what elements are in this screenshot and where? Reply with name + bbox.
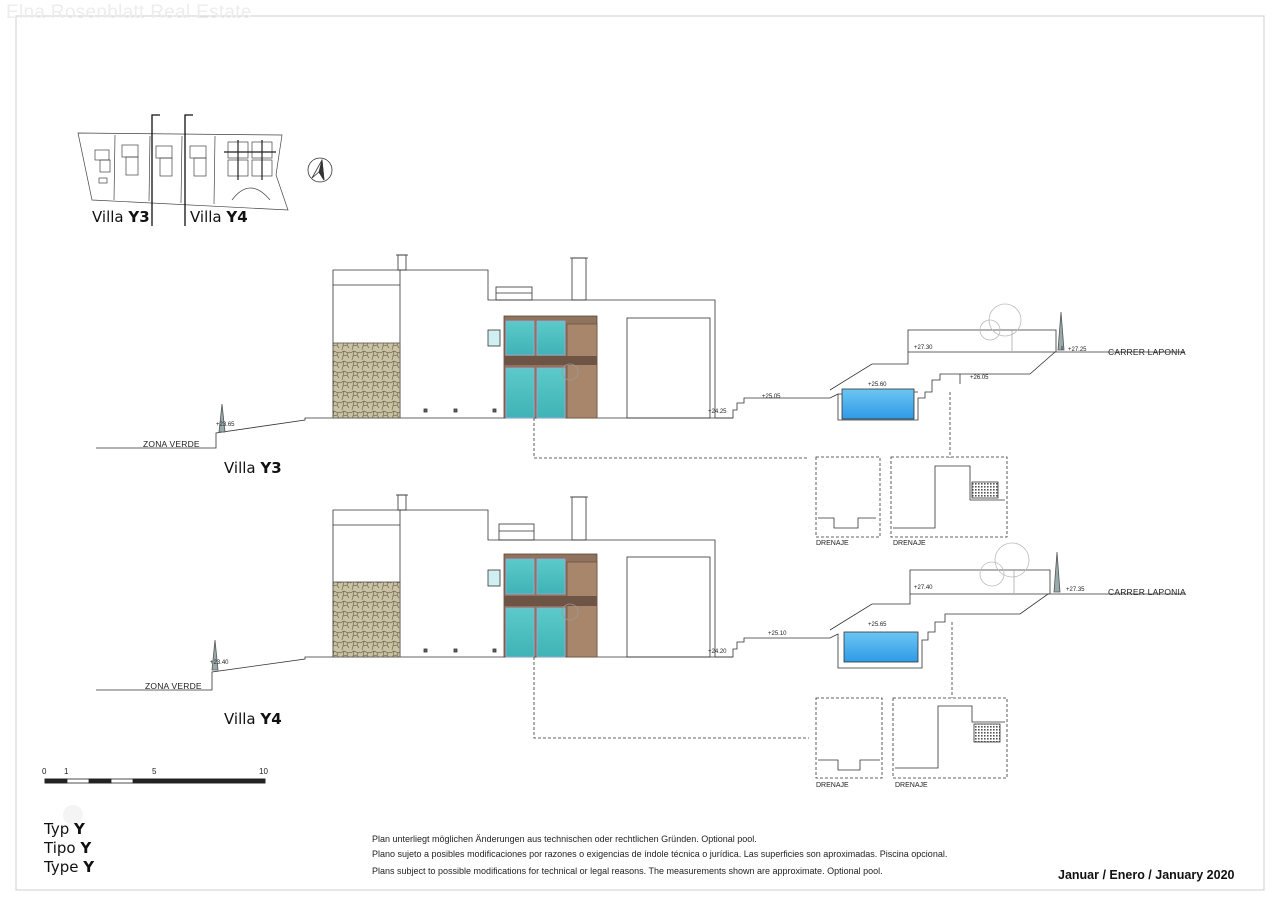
level-house: +24.25 <box>708 409 727 415</box>
type-line-de-prefix: Typ <box>44 820 74 838</box>
type-block: Typ Y Tipo Y Type Y <box>44 820 94 877</box>
type-line-es-prefix: Tipo <box>44 839 81 857</box>
level-zona: +23.65 <box>216 422 235 428</box>
scale-label: 0 <box>42 767 47 776</box>
scale-label: 1 <box>64 767 69 776</box>
site-plan-label-y3-bold: Y3 <box>128 208 150 226</box>
section-title-y4: Villa Y4 <box>224 710 282 728</box>
section-title-y3: Villa Y3 <box>224 459 282 477</box>
type-line-es: Tipo Y <box>44 839 94 858</box>
level-zona: +23.40 <box>210 660 229 666</box>
level-pool: +25.65 <box>868 622 887 628</box>
level-street: +27.35 <box>1066 587 1085 593</box>
zona-verde-label: ZONA VERDE <box>145 681 202 691</box>
level-top: +27.40 <box>914 585 933 591</box>
site-plan-label-y3-prefix: Villa <box>92 208 129 226</box>
scale-label: 5 <box>152 767 157 776</box>
street-label: CARRER LAPONIA <box>1108 347 1186 357</box>
note-es: Plano sujeto a posibles modificaciones p… <box>372 849 948 859</box>
sheet-border <box>15 15 1265 891</box>
site-plan-label-y4: Villa Y4 <box>190 208 248 226</box>
drenaje-label: DRENAJE <box>895 782 928 789</box>
north-arrow-icon <box>307 157 333 183</box>
zona-verde-label: ZONA VERDE <box>143 439 200 449</box>
note-de: Plan unterliegt möglichen Änderungen aus… <box>372 834 757 844</box>
type-line-de: Typ Y <box>44 820 94 839</box>
level-street: +27.25 <box>1068 347 1087 353</box>
level-terrace: +25.05 <box>762 394 781 400</box>
type-line-de-bold: Y <box>74 820 85 838</box>
faint-mark <box>63 805 83 825</box>
site-plan-label-y4-bold: Y4 <box>226 208 248 226</box>
section-title-y3-prefix: Villa <box>224 459 261 477</box>
disclaimer-notes: Plan unterliegt möglichen Änderungen aus… <box>372 832 947 879</box>
site-plan <box>77 114 289 226</box>
street-label: CARRER LAPONIA <box>1108 587 1186 597</box>
site-plan-label-y3: Villa Y3 <box>92 208 150 226</box>
type-line-es-bold: Y <box>80 839 92 857</box>
section-title-y4-bold: Y4 <box>260 710 282 728</box>
type-line-en-bold: Y <box>83 858 95 876</box>
section-villa-y3-drawing <box>96 254 1185 538</box>
type-line-en: Type Y <box>44 858 94 877</box>
scale-bar <box>44 778 266 784</box>
level-top: +27.30 <box>914 345 933 351</box>
type-line-en-prefix: Type <box>44 858 84 876</box>
drenaje-label: DRENAJE <box>816 782 849 789</box>
site-plan-label-y4-prefix: Villa <box>190 208 227 226</box>
scale-label: 10 <box>259 767 268 776</box>
level-pool: +25.60 <box>868 382 887 388</box>
level-terrace: +25.10 <box>768 631 787 637</box>
drenaje-label: DRENAJE <box>816 540 849 547</box>
level-upper: +26.05 <box>970 375 989 381</box>
section-title-y3-bold: Y3 <box>260 459 282 477</box>
level-house: +24.20 <box>708 649 727 655</box>
section-title-y4-prefix: Villa <box>224 710 261 728</box>
drenaje-label: DRENAJE <box>893 540 926 547</box>
watermark-text: Elna Rosenblatt Real Estate <box>6 2 252 23</box>
date-label: Januar / Enero / January 2020 <box>1058 868 1235 882</box>
note-en: Plans subject to possible modifications … <box>372 866 883 876</box>
section-villa-y4-drawing <box>96 494 1186 779</box>
